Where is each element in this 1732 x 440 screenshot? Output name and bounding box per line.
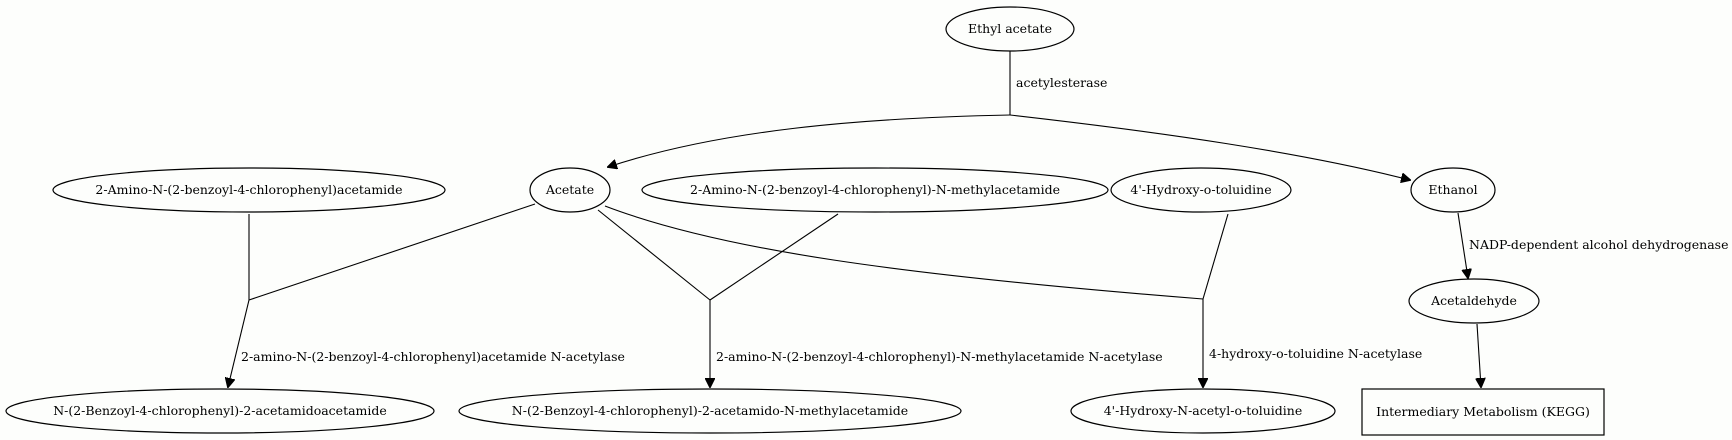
node-ethanol: Ethanol [1410, 167, 1496, 213]
edge-label-methylacetamide-n-acetylase: 2-amino-N-(2-benzoyl-4-chlorophenyl)-N-m… [716, 349, 1163, 364]
node-acetaldehyde: Acetaldehyde [1408, 278, 1540, 324]
node-label: 4'-Hydroxy-o-toluidine [1130, 182, 1271, 197]
node-shape [52, 167, 446, 213]
node-label: Ethyl acetate [968, 21, 1052, 36]
node-shape [641, 167, 1109, 213]
node-label: Intermediary Metabolism (KEGG) [1376, 404, 1590, 419]
node-label: 2-Amino-N-(2-benzoyl-4-chlorophenyl)-N-m… [690, 182, 1060, 197]
edge-methylacetamide-n-acetylase: 2-amino-N-(2-benzoyl-4-chlorophenyl)-N-m… [597, 209, 1163, 387]
edge-label-acetamide-n-acetylase: 2-amino-N-(2-benzoyl-4-chlorophenyl)acet… [241, 349, 625, 364]
node-shape [529, 167, 611, 213]
edge-line [248, 203, 536, 301]
node-ethyl-acetate: Ethyl acetate [945, 6, 1075, 52]
edge-acetamide-n-acetylase: 2-amino-N-(2-benzoyl-4-chlorophenyl)acet… [228, 203, 625, 387]
node-shape [458, 388, 962, 434]
node-label: N-(2-Benzoyl-4-chlorophenyl)-2-acetamido… [512, 403, 908, 418]
edge-label-nadp-adh: NADP-dependent alcohol dehydrogenase [1469, 237, 1729, 252]
node-shape [1110, 167, 1292, 213]
node-shape [1410, 167, 1496, 213]
node-label: Acetaldehyde [1430, 293, 1517, 308]
edge-label-acetylesterase: acetylesterase [1016, 75, 1107, 90]
edge-line [604, 205, 1204, 300]
node-amino-benzoyl-acetamide: 2-Amino-N-(2-benzoyl-4-chlorophenyl)acet… [52, 167, 446, 213]
node-shape [1408, 278, 1540, 324]
edge-toluidine-n-acetylase: 4-hydroxy-o-toluidine N-acetylase [604, 205, 1422, 387]
edge-line [597, 209, 711, 301]
node-label: Acetate [545, 182, 594, 197]
edge-label-toluidine-n-acetylase: 4-hydroxy-o-toluidine N-acetylase [1209, 346, 1422, 361]
edge-nadp-adh: NADP-dependent alcohol dehydrogenase [1457, 212, 1729, 278]
node-label: N-(2-Benzoyl-4-chlorophenyl)-2-acetamido… [53, 403, 387, 418]
node-shape [1070, 388, 1336, 434]
node-label: Ethanol [1428, 182, 1477, 197]
edge-arrow-to-acetaldehyde [1457, 212, 1468, 278]
node-label: 2-Amino-N-(2-benzoyl-4-chlorophenyl)acet… [95, 182, 402, 197]
edge-arrow-to-acetamidoacetamide [228, 299, 250, 387]
node-shape [945, 6, 1075, 52]
node-benzoyl-acetamidoacetamide: N-(2-Benzoyl-4-chlorophenyl)-2-acetamido… [5, 388, 435, 434]
node-shape [1361, 388, 1605, 436]
edge-arrow-to-acetate [608, 114, 1011, 167]
node-acetate: Acetate [529, 167, 611, 213]
node-label: 4'-Hydroxy-N-acetyl-o-toluidine [1104, 403, 1303, 418]
edge-acetylesterase: acetylesterase [608, 46, 1410, 180]
node-hydroxy-toluidine: 4'-Hydroxy-o-toluidine [1110, 167, 1292, 213]
node-shape [5, 388, 435, 434]
edge-acetaldehyde-to-kegg [1477, 323, 1481, 387]
edge-line [709, 213, 839, 301]
node-intermediary-metabolism: Intermediary Metabolism (KEGG) [1361, 388, 1605, 436]
node-hydroxy-acetyl-toluidine: 4'-Hydroxy-N-acetyl-o-toluidine [1070, 388, 1336, 434]
edge-line [1202, 213, 1229, 300]
node-amino-benzoyl-methylacetamide: 2-Amino-N-(2-benzoyl-4-chlorophenyl)-N-m… [641, 167, 1109, 213]
edge-arrow-to-ethanol [1009, 114, 1410, 180]
node-benzoyl-acetamido-methylacetamide: N-(2-Benzoyl-4-chlorophenyl)-2-acetamido… [458, 388, 962, 434]
edge-arrow-to-kegg [1477, 323, 1481, 387]
